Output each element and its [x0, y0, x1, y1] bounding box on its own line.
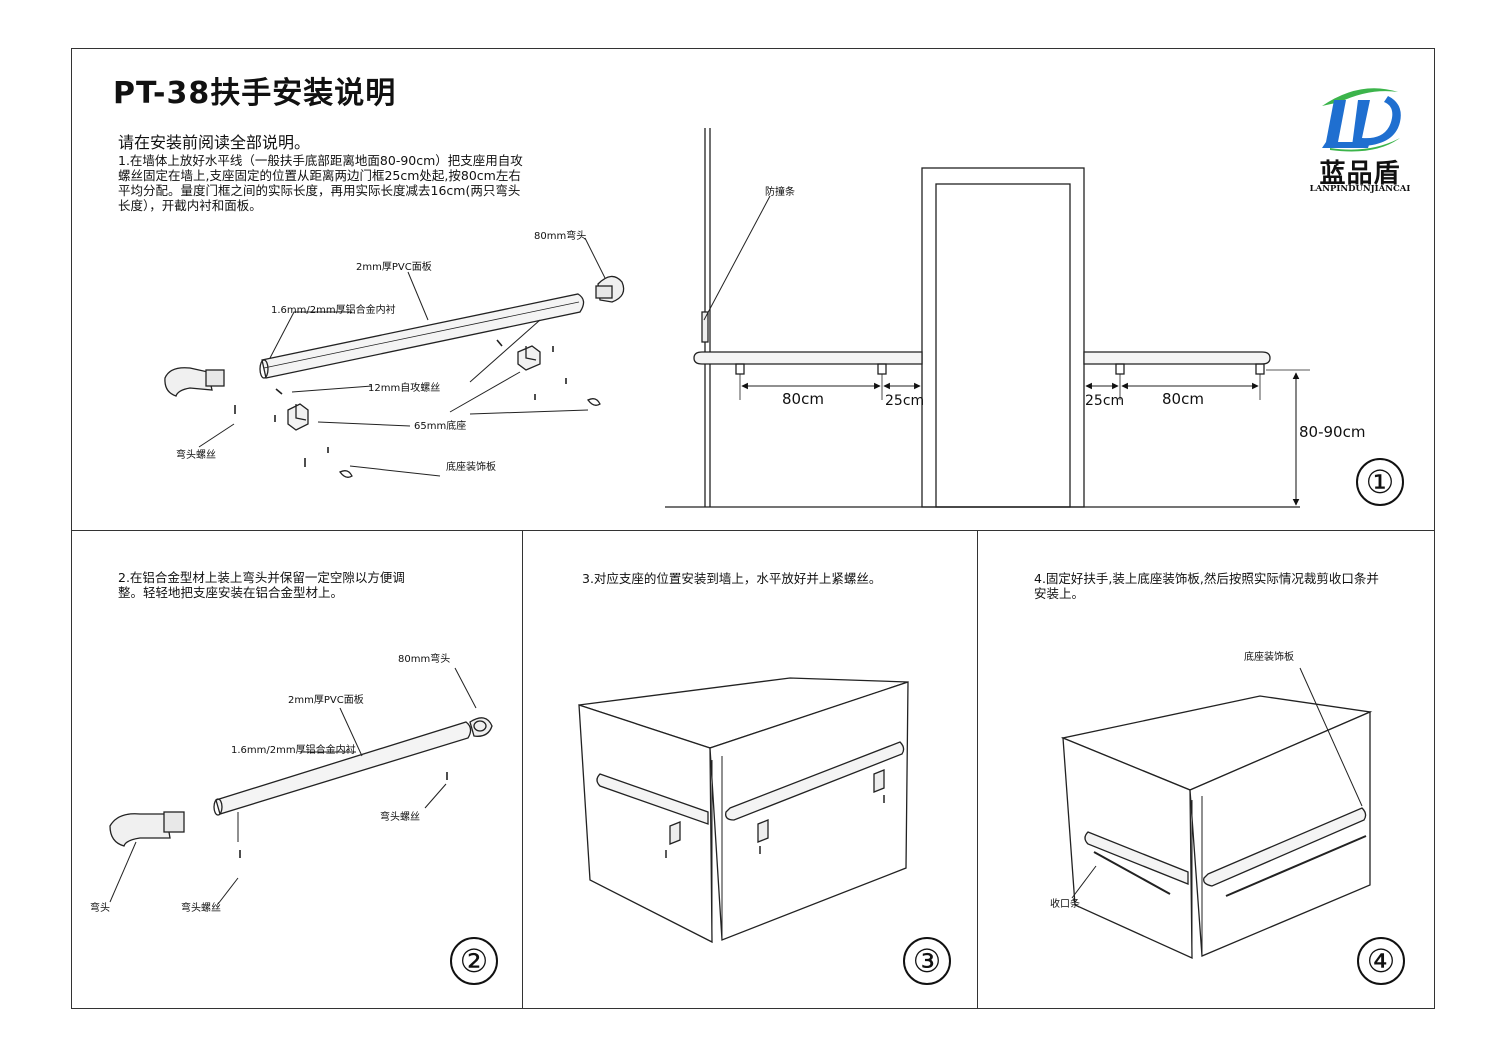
bumper-strip: [701, 311, 709, 343]
elbow-right-icon: [595, 275, 625, 303]
dim-gap-right: 25cm: [1085, 393, 1124, 409]
handrail-tube: [259, 293, 585, 379]
panel2-leader-lines: [109, 667, 477, 905]
panel1-elevation-labels: 防撞条 80cm 25cm 25cm 80cm 80-90cm: [765, 185, 1365, 441]
panel1-leader-lines: [198, 237, 606, 477]
label-base-cover: 底座装饰板: [446, 460, 496, 473]
label-elbow-screw-right: 弯头螺丝: [380, 810, 420, 823]
logo-mark-icon: [1322, 88, 1401, 152]
logo-name: 蓝品盾: [1319, 159, 1401, 189]
label-elbow-screw-left: 弯头螺丝: [181, 901, 221, 914]
panel2-part-labels: 80mm弯头 2mm厚PVC面板 1.6mm/2mm厚铝合金内衬 弯头螺丝 弯头…: [90, 652, 450, 914]
rail-right: [1203, 807, 1367, 887]
logo-name-en: LANPINDUNJIANCAI: [1309, 184, 1411, 194]
bracket-icon: [287, 403, 309, 431]
label-pvc-panel: 2mm厚PVC面板: [288, 693, 364, 706]
label-self-tapping-screw: 12mm自攻螺丝: [368, 381, 440, 394]
panel4-number: ④: [1357, 937, 1405, 985]
label-elbow-screw: 弯头螺丝: [176, 448, 216, 461]
door-panel: [935, 183, 1071, 508]
screw-icons: [234, 339, 567, 467]
label-bumper-strip: 防撞条: [765, 185, 795, 198]
handrail-tube: [213, 721, 472, 816]
panel1-number: ①: [1356, 458, 1404, 506]
dim-spacing-right: 80cm: [1162, 390, 1204, 408]
label-closing-strip: 收口条: [1050, 897, 1080, 910]
label-base-cover: 底座装饰板: [1244, 650, 1294, 663]
rail-left: [596, 773, 709, 845]
panel3-corner-wall: [578, 677, 909, 944]
intro-section: 请在安装前阅读全部说明。 1.在墙体上放好水平线（一般扶手底部距离地面80-90…: [118, 133, 548, 214]
panel1-elevation: [665, 128, 1310, 508]
step2-text: 2.在铝合金型材上装上弯头并保留一定空隙以方便调整。轻轻地把支座安装在铝合金型材…: [118, 570, 405, 600]
label-elbow-80mm: 80mm弯头: [398, 652, 450, 665]
screw-icons: [665, 795, 885, 858]
panel2-assembly: [109, 667, 493, 905]
elbow-left-icon: [109, 811, 185, 847]
dim-spacing-left: 80cm: [782, 390, 824, 408]
base-cover-plate: [587, 398, 601, 406]
panel4-corner-wall: [1060, 667, 1373, 960]
step1-text: 1.在墙体上放好水平线（一般扶手底部距离地面80-90cm）把支座用自攻螺丝固定…: [118, 153, 523, 213]
page-title: PT-38扶手安装说明: [113, 76, 397, 111]
dim-height: 80-90cm: [1299, 423, 1365, 441]
closing-strip: [1093, 835, 1367, 897]
intro-heading: 请在安装前阅读全部说明。: [118, 133, 311, 152]
rail-right: [725, 741, 905, 843]
label-pvc-panel: 2mm厚PVC面板: [356, 260, 432, 273]
rail-left: [693, 351, 923, 375]
rail-right: [1083, 351, 1271, 375]
label-elbow-80mm: 80mm弯头: [534, 229, 586, 242]
door-frame: [921, 167, 1085, 508]
step4-text: 4.固定好扶手,装上底座装饰板,然后按照实际情况裁剪收口条并安装上。: [1034, 571, 1379, 601]
panel-divider-vertical-1: [522, 530, 523, 1009]
dimension-lines: [739, 369, 1310, 506]
panel-divider-horizontal: [71, 530, 1435, 531]
label-elbow: 弯头: [90, 901, 110, 914]
panel-divider-vertical-2: [977, 530, 978, 1009]
label-aluminum-liner: 1.6mm/2mm厚铝合金内衬: [231, 743, 356, 756]
panel4-part-labels: 底座装饰板 收口条: [1050, 650, 1294, 910]
dim-gap-left: 25cm: [885, 393, 924, 409]
panel4-leader-lines: [1071, 667, 1363, 899]
label-base-65mm: 65mm底座: [414, 419, 466, 432]
elbow-left-icon: [164, 367, 225, 397]
base-cover-plate: [339, 470, 353, 478]
bracket-icon: [517, 345, 541, 371]
label-aluminum-liner: 1.6mm/2mm厚铝合金内衬: [271, 303, 396, 316]
page-frame: [71, 48, 1435, 1009]
panel1-exploded-view: [164, 237, 625, 478]
brand-logo: 蓝品盾 LANPINDUNJIANCAI: [1300, 78, 1420, 203]
bumper-leader: [703, 195, 771, 321]
rail-left: [1084, 831, 1189, 885]
step3-text: 3.对应支座的位置安装到墙上，水平放好并上紧螺丝。: [582, 571, 882, 586]
panel2-number: ②: [450, 937, 498, 985]
panel3-number: ③: [903, 937, 951, 985]
screw-icons: [239, 772, 448, 858]
panel1-part-labels: 80mm弯头 2mm厚PVC面板 1.6mm/2mm厚铝合金内衬 12mm自攻螺…: [176, 229, 586, 473]
elbow-right-icon: [469, 717, 493, 737]
